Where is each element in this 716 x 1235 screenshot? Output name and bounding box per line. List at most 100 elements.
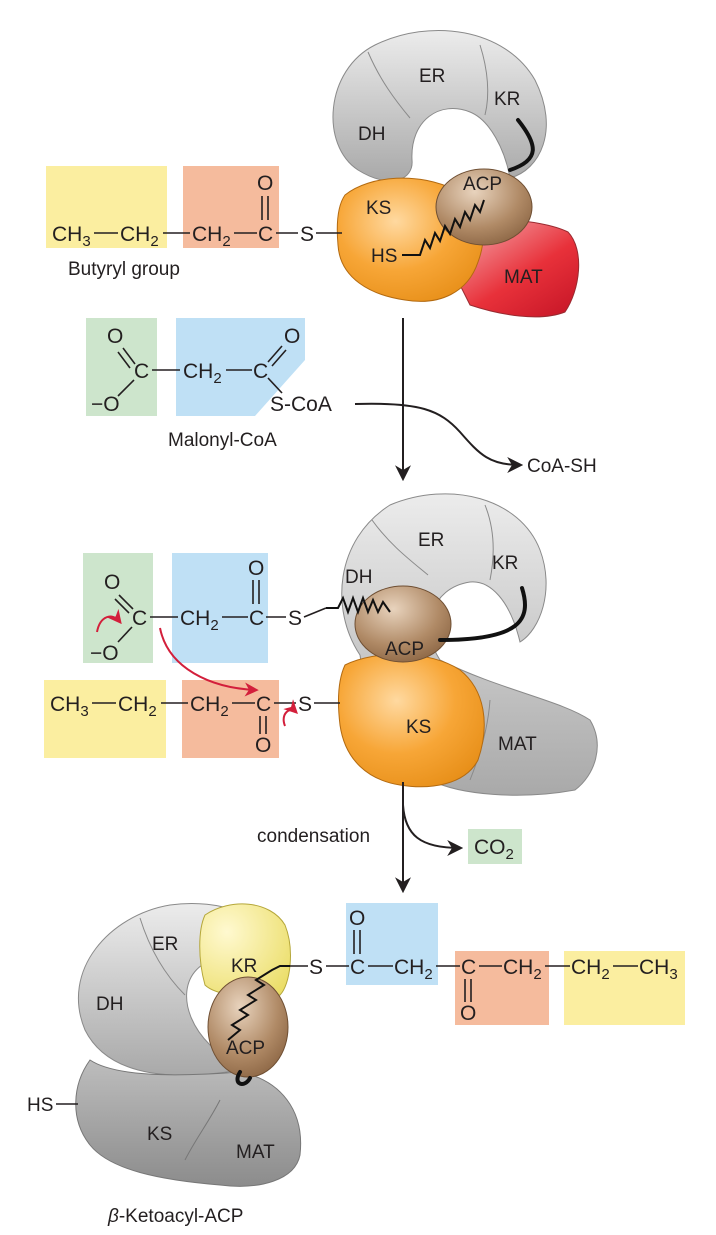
phosphopantetheine-arm [326, 595, 391, 615]
er-label: ER [418, 530, 444, 551]
malonyl2-s: S [288, 607, 302, 630]
phosphopantetheine-arm [402, 199, 485, 256]
kr-label: KR [494, 89, 520, 110]
acp-domain [354, 585, 452, 663]
malonyl2-o-minus: −O [90, 642, 119, 665]
butyryl-carbonyl-box-2 [182, 680, 279, 758]
acp-label: ACP [463, 174, 502, 195]
electron-push-arrow [282, 699, 298, 727]
malonyl-o-minus: −O [91, 393, 120, 416]
keto-o1: O [349, 907, 365, 930]
bond [117, 379, 135, 397]
ks-domain [337, 653, 485, 788]
butyryl-c: C [258, 223, 273, 246]
bond [267, 377, 283, 394]
butyryl2-ch3: CH3 [50, 693, 89, 720]
acp-label: ACP [385, 639, 424, 660]
butyryl2-ch2-a: CH2 [118, 693, 157, 720]
bond [117, 626, 133, 643]
domain-boundary [371, 519, 429, 576]
butyryl-carbonyl-box [183, 166, 279, 248]
double-bond [122, 347, 136, 365]
panel-2: ER KR DH ACP KS MAT O C −O CH2 C O S CH3… [44, 493, 598, 796]
keto-ch2-c: CH2 [571, 956, 610, 983]
butyryl2-c: C [256, 693, 271, 716]
malonyl-c1: C [134, 360, 149, 383]
keto-ch2-b: CH2 [503, 956, 542, 983]
co2-box [468, 829, 522, 864]
keto-ch2-a: CH2 [394, 956, 433, 983]
butyryl-ch2-b: CH2 [192, 223, 231, 250]
linker [508, 118, 535, 172]
butyryl-methyl-box [46, 166, 167, 248]
bond [303, 607, 327, 618]
keto-s: S [309, 956, 323, 979]
ks-mat-domain [75, 1059, 302, 1187]
butyryl-s: S [300, 223, 314, 246]
malonyl2-ch2: CH2 [180, 607, 219, 634]
malonyl-ch2: CH2 [183, 360, 222, 387]
mat-label: MAT [498, 734, 537, 755]
domain-boundary [139, 917, 186, 996]
ketoacyl-thioester-box [346, 903, 438, 985]
double-bond [114, 598, 130, 614]
acp-label: ACP [226, 1038, 265, 1059]
butyryl2-ch2-b: CH2 [190, 693, 229, 720]
s-coa: S-CoA [270, 393, 332, 416]
ketoacyl-acp-caption: β-Ketoacyl-ACP [107, 1206, 243, 1227]
mat-label: MAT [504, 267, 543, 288]
phosphopantetheine-arm [227, 965, 290, 1041]
domain-boundary [484, 504, 494, 581]
malonyl-thioester-box [176, 318, 305, 416]
mat-label: MAT [236, 1142, 275, 1163]
protein-ring [332, 30, 547, 182]
keto-ch3: CH3 [639, 956, 678, 983]
malonyl-thioester-box-2 [172, 553, 268, 663]
malonyl-coa: O C −O CH2 C O S-CoA Malonyl-CoA [86, 318, 332, 451]
fas-enzyme-2: ER KR DH ACP KS MAT [326, 493, 598, 796]
linker [438, 586, 527, 642]
kr-label: KR [492, 553, 518, 574]
electron-push-arrow [159, 627, 259, 697]
butyryl-methyl-box-2 [44, 680, 166, 758]
er-label: ER [419, 66, 445, 87]
ks-label: KS [406, 717, 431, 738]
keto-o2: O [460, 1002, 476, 1025]
keto-c1: C [350, 956, 365, 979]
double-bond [271, 349, 287, 367]
butyryl-group-caption: Butyryl group [68, 259, 180, 280]
malonyl2-c2: C [249, 607, 264, 630]
fas-enzyme-1: ER KR DH KS ACP HS MAT [332, 30, 580, 318]
condensation-label: condensation [257, 826, 370, 847]
malonyl-o-top: O [107, 325, 123, 348]
co2-release-arrow [402, 804, 464, 856]
butyryl-ch3: CH3 [52, 223, 91, 250]
double-bond [118, 594, 134, 610]
malonyl2-o-top2: O [248, 557, 264, 580]
er-label: ER [152, 934, 178, 955]
co2-label: CO2 [474, 836, 514, 863]
coa-sh-label: CoA-SH [527, 456, 597, 477]
panel-1: ER KR DH KS ACP HS MAT CH3 CH2 CH2 C O S… [46, 30, 580, 318]
malonyl2-c1: C [132, 607, 147, 630]
double-bond [267, 345, 283, 363]
malonyl-carboxyl-box [86, 318, 157, 416]
linker [235, 1070, 252, 1086]
dh-label: DH [358, 124, 385, 145]
dh-label: DH [345, 567, 372, 588]
malonyl-coa-caption: Malonyl-CoA [168, 430, 277, 451]
double-bond [117, 351, 131, 369]
domain-boundary [184, 1099, 221, 1161]
hs-label: HS [27, 1095, 53, 1116]
ks-label: KS [147, 1124, 172, 1145]
panel-3: ER KR DH ACP KS MAT HS S C O CH2 C O CH2… [27, 902, 685, 1227]
domain-boundary [367, 51, 411, 119]
butyryl2-s: S [298, 693, 312, 716]
butyryl-o: O [257, 172, 273, 195]
dh-label: DH [96, 994, 123, 1015]
coa-release-arrow [354, 402, 524, 473]
malonyl-o-right: O [284, 325, 300, 348]
malonyl-carboxyl-box-2 [83, 553, 153, 663]
fas-enzyme-3: ER KR DH ACP KS MAT HS [27, 902, 302, 1187]
